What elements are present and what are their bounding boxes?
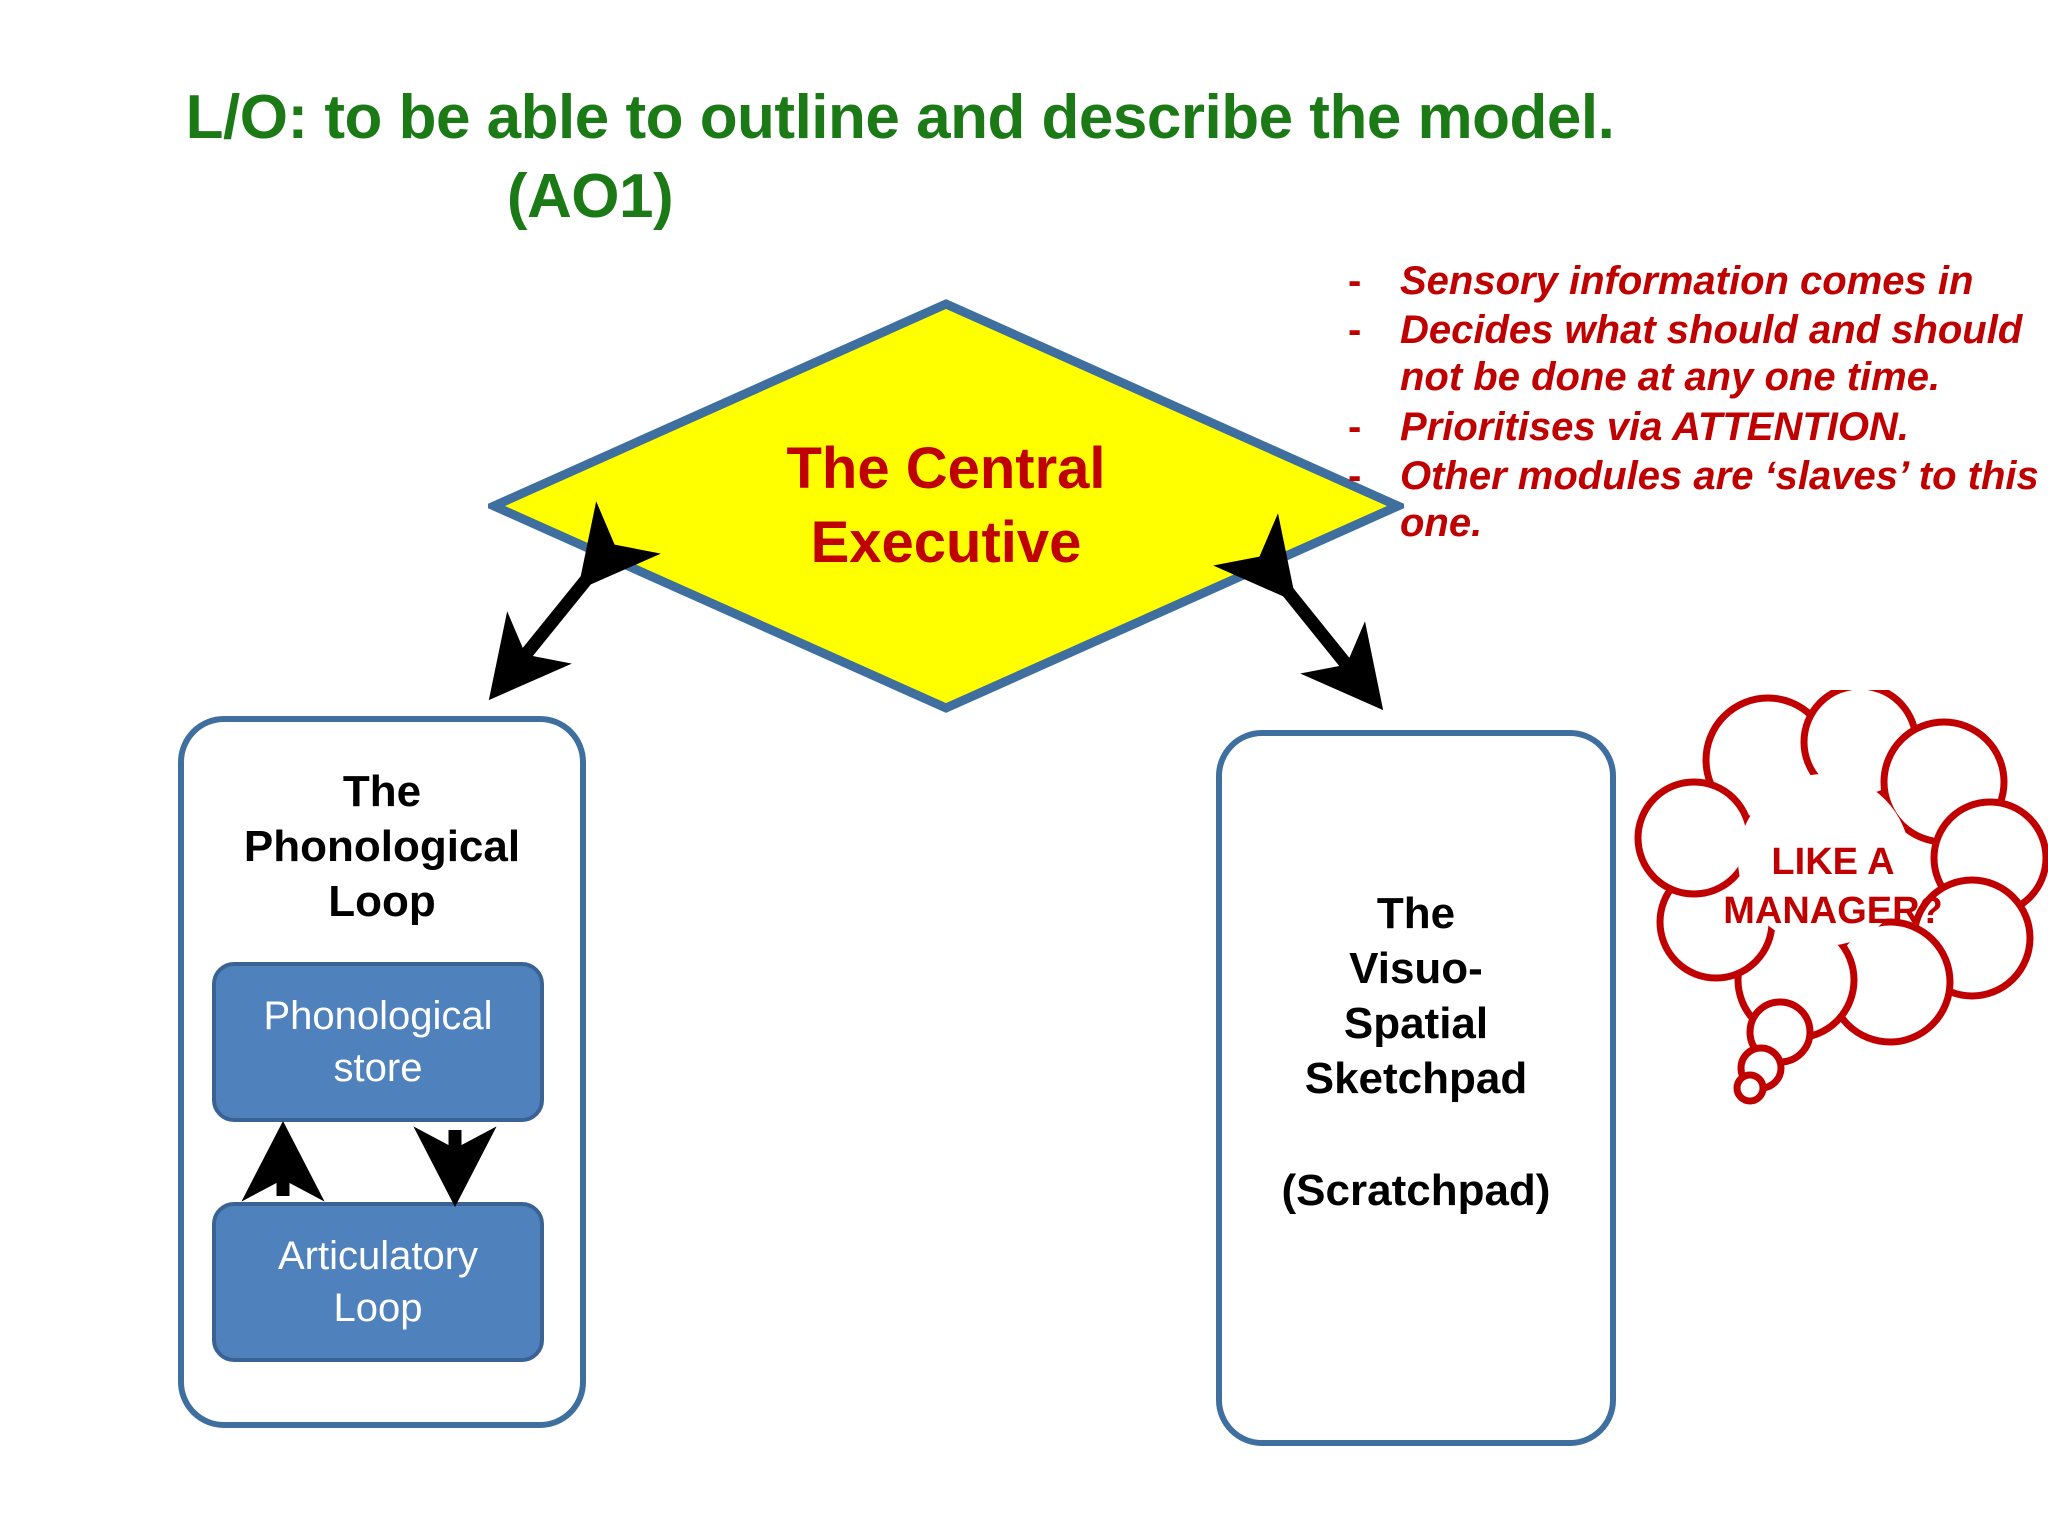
thought-cloud-callout[interactable]: LIKE A MANAGER? <box>1628 690 2048 1110</box>
bullet-marker-icon: - <box>1348 453 1362 498</box>
bullet-marker-icon: - <box>1348 259 1362 303</box>
note-text: Prioritises via ATTENTION. <box>1400 404 1910 449</box>
phonological-loop-title: The Phonological Loop <box>184 764 580 929</box>
note-text: Sensory information comes in <box>1400 259 1974 303</box>
phonological-loop-title-line-1: The <box>342 767 422 816</box>
phonological-store-line-1: Phonological <box>263 994 493 1038</box>
articulatory-loop-line-1: Articulatory <box>277 1234 479 1278</box>
list-item: - Sensory information comes in <box>1348 258 2048 305</box>
visuospatial-sketchpad-node[interactable]: The Visuo- Spatial Sketchpad (Scratchpad… <box>1216 730 1616 1446</box>
list-item: - Prioritises via ATTENTION. <box>1348 404 2048 451</box>
bullet-marker-icon: - <box>1348 404 1362 449</box>
title-line-2: (AO1) <box>506 162 674 232</box>
articulatory-loop-label: Articulatory Loop <box>278 1230 478 1334</box>
central-executive-node[interactable]: The Central Executive <box>488 298 1404 714</box>
page-title: L/O: to be able to outline and describe … <box>60 78 1880 237</box>
diamond-shape <box>488 299 1404 713</box>
note-text: Decides what should and should not be do… <box>1400 308 2023 400</box>
visuospatial-title-line-3: Spatial <box>1343 999 1489 1048</box>
phonological-store-label: Phonological store <box>263 990 492 1094</box>
thought-cloud-shape <box>1634 690 2048 1105</box>
phonological-store-node[interactable]: Phonological store <box>212 962 544 1122</box>
phonological-loop-title-line-2: Phonological <box>243 822 521 871</box>
visuospatial-title-line-4: Sketchpad <box>1304 1054 1528 1103</box>
visuospatial-title-line-1: The <box>1376 889 1456 938</box>
visuospatial-title-line-2: Visuo- <box>1349 944 1483 993</box>
central-executive-notes-list: - Sensory information comes in - Decides… <box>1348 258 2048 549</box>
title-line-1: L/O: to be able to outline and describe … <box>185 83 1615 152</box>
articulatory-loop-node[interactable]: Articulatory Loop <box>212 1202 544 1362</box>
visuospatial-alt-name: (Scratchpad) <box>1281 1166 1551 1215</box>
phonological-loop-title-line-3: Loop <box>328 877 436 926</box>
list-item: - Decides what should and should not be … <box>1348 307 2048 401</box>
articulatory-loop-line-2: Loop <box>333 1286 423 1330</box>
list-item: - Other modules are ‘slaves’ to this one… <box>1348 453 2048 547</box>
note-text: Other modules are ‘slaves’ to this one. <box>1400 453 2039 545</box>
bullet-marker-icon: - <box>1348 308 1362 353</box>
phonological-store-line-2: store <box>333 1046 423 1090</box>
visuospatial-sketchpad-title: The Visuo- Spatial Sketchpad <box>1222 886 1610 1106</box>
